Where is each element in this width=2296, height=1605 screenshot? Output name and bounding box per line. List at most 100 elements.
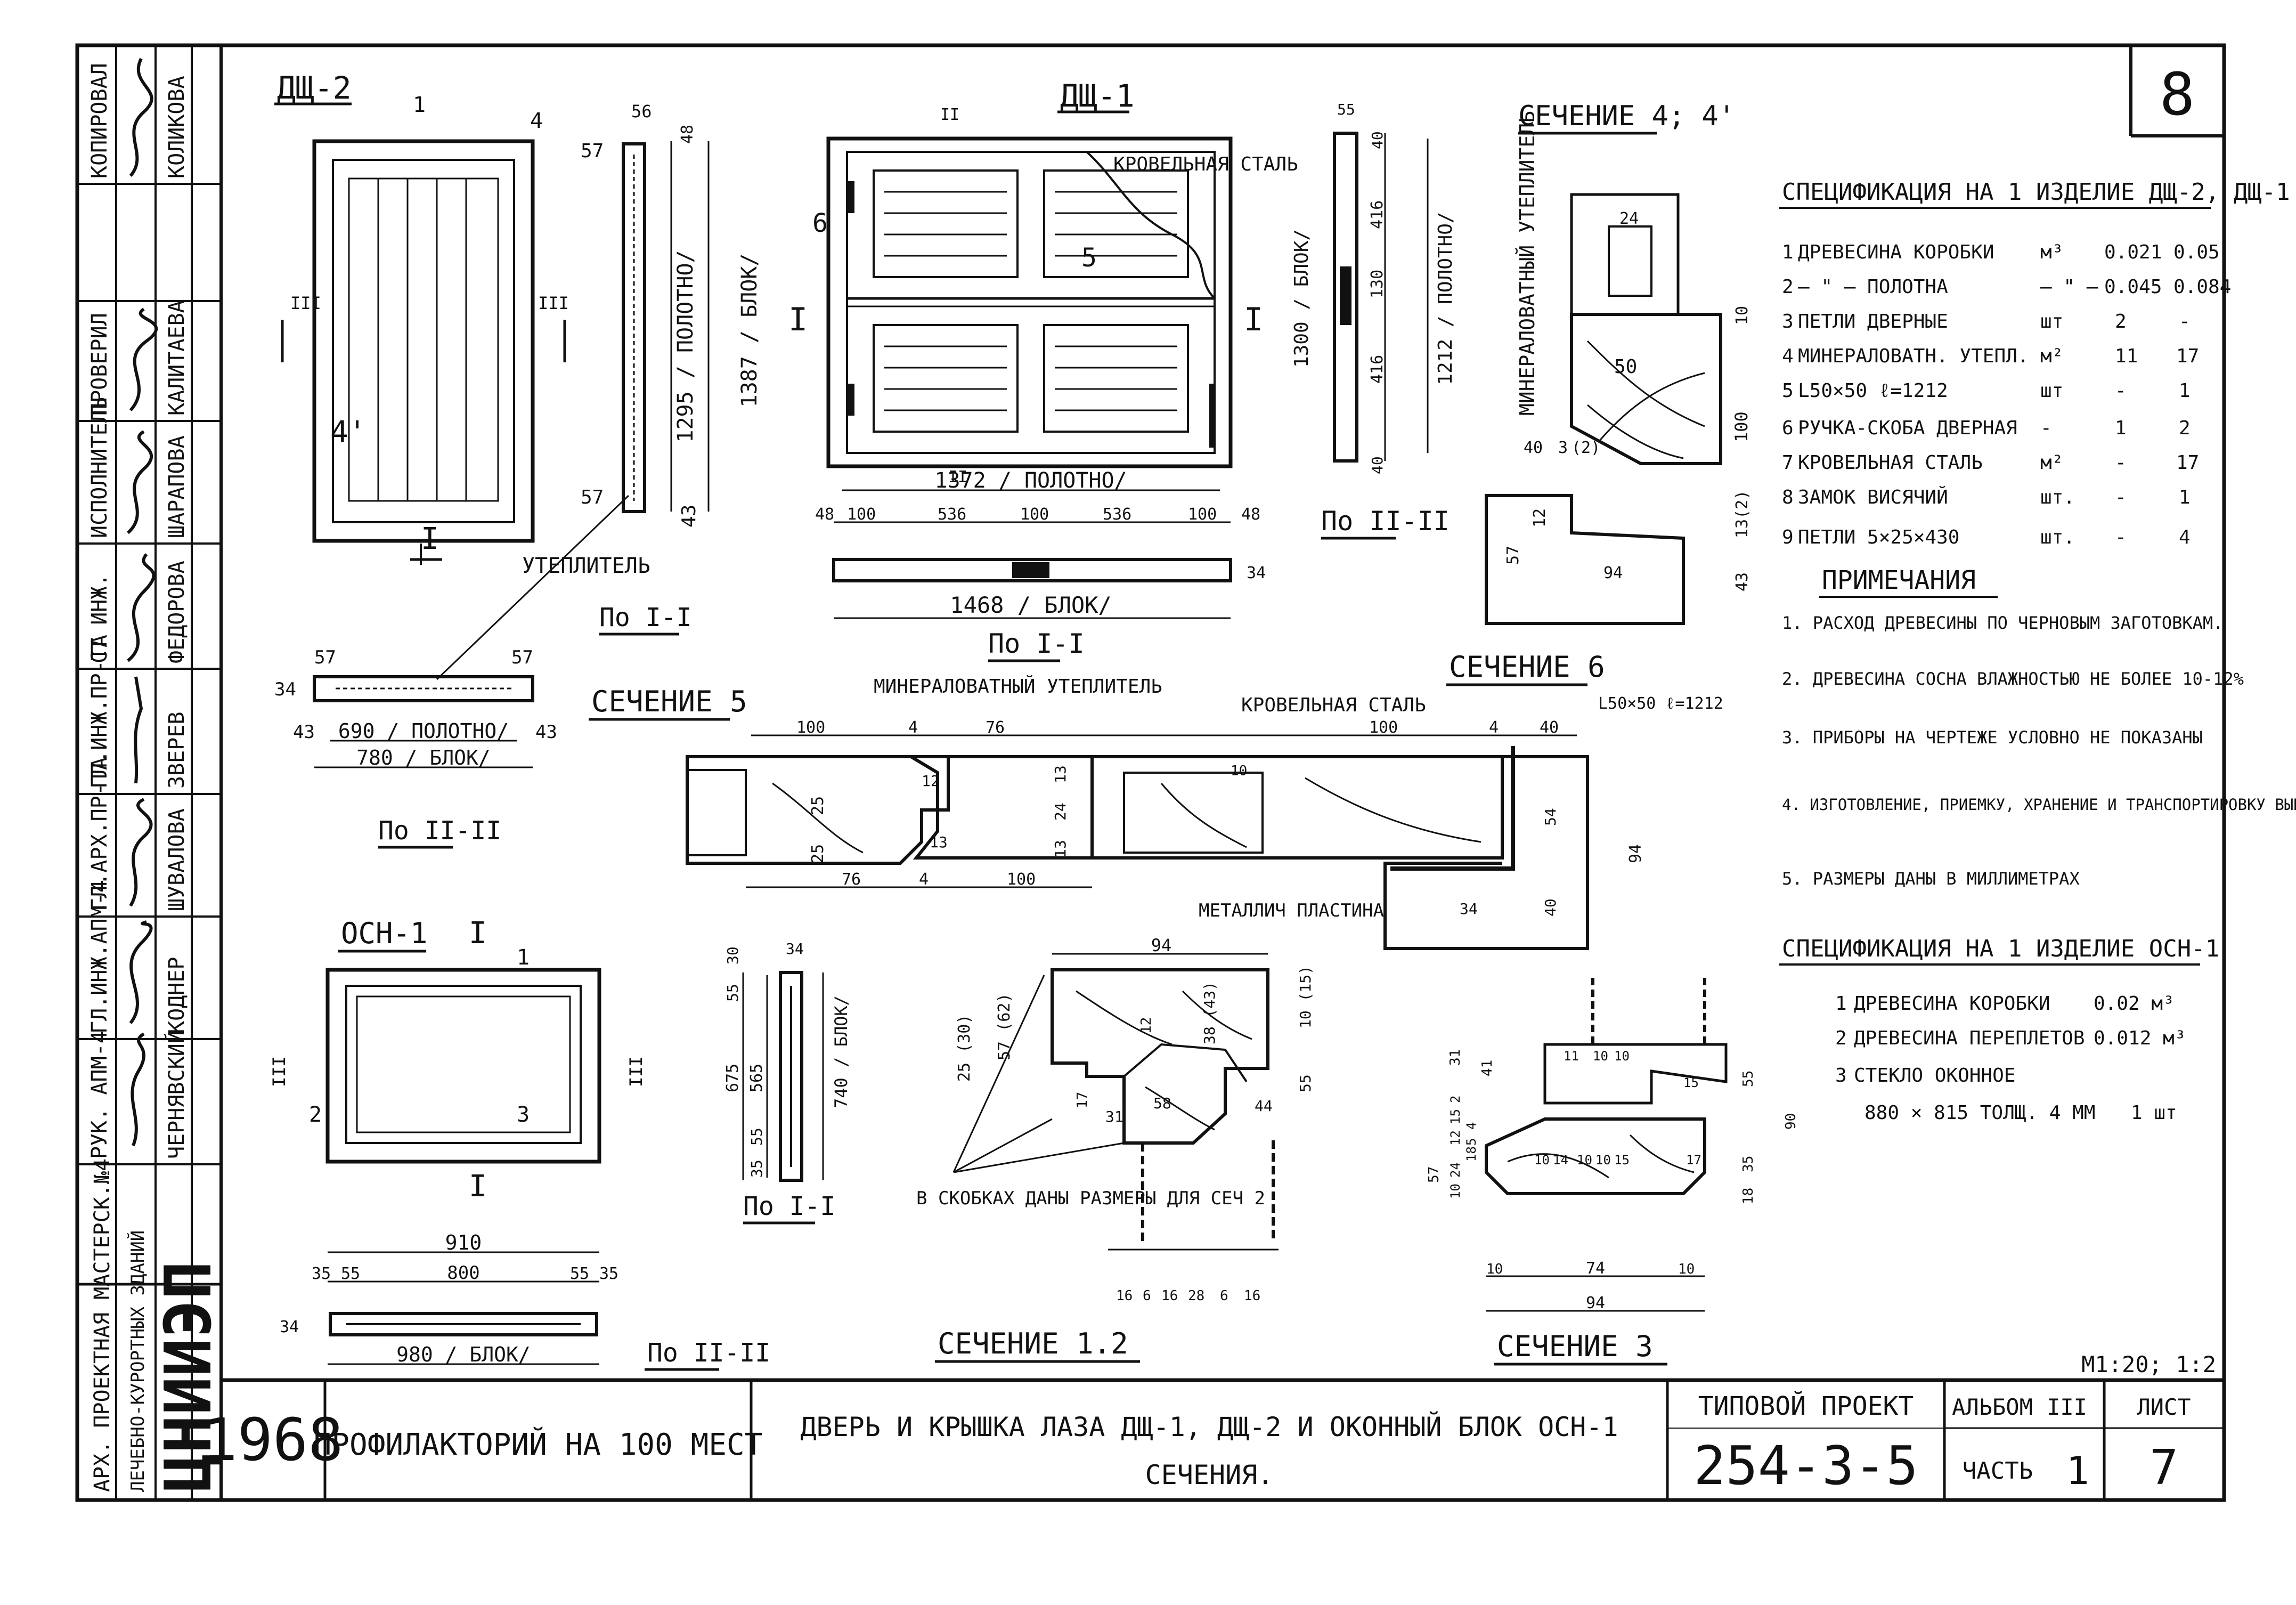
spec-row-name: ЗАМОК ВИСЯЧИЙ [1798,486,1948,508]
spec-row-name: ПЕТЛИ 5×25×430 [1798,526,1959,548]
spec-row-qty: 0.021 [2104,241,2162,263]
dimension: 57 [581,487,604,508]
dimension: 34 [280,1318,299,1336]
section-3: 11 10 10 15 31 41 2 15 12 4 5 18 24 10 5… [1426,978,1799,1366]
dimension: 15 [1683,1075,1699,1090]
dimension: 57 [314,647,336,668]
stamp-role: ПРОВЕРИЛ [87,313,112,416]
stamp-role: ГЛ.АРХ.ПР-ТА [87,757,112,911]
dimension: 57 [1504,546,1522,565]
spec-row-unit: шт. [2040,487,2075,508]
callout: 5 [1081,243,1097,273]
dimension: 28 [1188,1288,1204,1304]
stamp-role: СТ ИНЖ. [87,573,112,663]
spec-row-qty: 1 [2179,380,2191,402]
dimension: 11 [1564,1049,1579,1064]
view-title: По II-II [378,816,501,846]
view-title: По II-II [1321,506,1450,537]
hinge [847,181,854,213]
spec-row-unit: — " — [2040,276,2098,298]
view-title: ОСН-1 [341,917,428,950]
dimension: 3 [1558,439,1568,457]
part-value: 1 [2066,1448,2089,1493]
dimension: 13 [930,833,948,851]
dimension: 34 [1247,564,1266,582]
spec-row-name: МИНЕРАЛОВАТН. УТЕПЛ. [1798,345,2029,367]
dimension: 43 [678,505,700,528]
dimension: 55 [1297,1074,1314,1092]
dimension: 40 [1542,898,1559,917]
dimension: 100 [847,505,876,524]
dimension: 12 [922,772,940,790]
view-title: ДЩ-2 [277,70,352,106]
dimension: 17 [1074,1092,1090,1108]
spec-row-unit: - [2040,417,2052,439]
section-5-6: СЕЧЕНИЕ 5 СЕЧЕНИЕ 6 МИНЕРАЛОВАТНЫЙ УТЕПЛ… [589,650,1723,950]
view-osn1-plan: 910 35 55 800 55 35 34 980 / БЛОК/ По II… [280,1231,770,1371]
view-title: СЕЧЕНИЕ 6 [1449,650,1605,684]
dimension: 12 [1530,508,1549,528]
dimension: 4 [1464,1122,1479,1130]
view-dsh1-side: 1300 / БЛОК/ 1212 / ПОЛОТНО/ 416 130 416… [1291,101,1456,540]
spec-row-number: 9 [1782,526,1794,548]
dimension: 4 [1489,718,1499,737]
section-mark: III [538,293,569,313]
dimension: 40 [1540,718,1559,737]
spec-row-qty: 1 шт [2131,1102,2177,1124]
spec-row-qty: - [2115,452,2127,474]
stamp-role: ИСПОЛНИТЕЛЬ [87,397,112,538]
dimension: 94 [1626,844,1645,863]
dimension: 10 [1595,1153,1611,1168]
dimension: 10 (15) [1297,966,1314,1028]
dimension: 1372 / ПОЛОТНО/ [934,468,1127,493]
dimension: 43 [293,722,315,743]
dimension: 94 [1603,564,1623,582]
stamp-org-sub: АРХ. ПРОЕКТНАЯ МАСТЕРСК.№4 [90,1158,115,1492]
dimension: 6 [1220,1288,1228,1304]
material-label: КРОВЕЛЬНАЯ СТАЛЬ [1113,153,1298,175]
hinge [847,384,854,416]
view-title: По I-I [988,628,1085,659]
dimension: 41 [1479,1060,1495,1076]
spec-row-number: 3 [1782,311,1794,333]
spec-row-qty: - [2115,487,2127,508]
note-item: 4. ИЗГОТОВЛЕНИЕ, ПРИЕМКУ, ХРАНЕНИЕ И ТРА… [1782,796,2296,814]
stamp-role: РУК. АПМ-4 [87,1031,112,1159]
dimension: 536 [1103,505,1131,524]
dimension: 30 [724,946,742,964]
project-label: ТИПОВОЙ ПРОЕКТ [1698,1391,1914,1421]
spec-row-unit: м² [2040,452,2063,474]
dimension: 100 [1020,505,1049,524]
dimension: (2) [1572,439,1600,457]
section-mark: II [948,468,967,487]
dimension: 10 [1593,1049,1608,1064]
view-title: СЕЧЕНИЕ 5 [591,685,747,718]
dimension: 55 [341,1264,360,1283]
dimension: 10 [1534,1153,1550,1168]
dimension: 57 [581,140,604,162]
dimension: 100 [1007,870,1036,889]
dimension: 13 [1052,840,1069,858]
spec-row-name: СТЕКЛО ОКОННОЕ [1854,1065,2015,1087]
dimension: 31 [1105,1108,1123,1125]
dimension: 15 [1614,1153,1630,1168]
dimension: 50 [1614,356,1637,378]
dimension: 675 [723,1064,742,1092]
year: 1968 [202,1406,344,1474]
stamp-name: ЧЕРНЯВСКИЙ [164,1031,189,1159]
material-label: МЕТАЛЛИЧ ПЛАСТИНА [1199,900,1384,921]
spec-row-qty: 4 [2179,526,2191,548]
stamp-role: КОПИРОВАЛ [87,63,112,179]
object-name: ПРОФИЛАКТОРИЙ НА 100 МЕСТ [314,1427,763,1462]
dimension: 44 [1255,1097,1273,1115]
spec-row-name: ДРЕВЕСИНА ПЕРЕПЛЕТОВ [1854,1027,2085,1049]
dimension: 94 [1151,935,1172,955]
notes: ПРИМЕЧАНИЯ 1. РАСХОД ДРЕВЕСИНЫ ПО ЧЕРНОВ… [1782,565,2296,889]
spec-title: СПЕЦИФИКАЦИЯ НА 1 ИЗДЕЛИЕ ДЩ-2, ДЩ-1 [1782,179,2290,206]
dimension: 100 [796,718,825,737]
list-label: ЛИСТ [2137,1394,2191,1420]
dimension: 90 [1783,1113,1799,1130]
spec-row-qty: 2 [2179,417,2191,439]
dimension: 48 [815,505,834,524]
dimension: 57 (62) [995,993,1014,1060]
